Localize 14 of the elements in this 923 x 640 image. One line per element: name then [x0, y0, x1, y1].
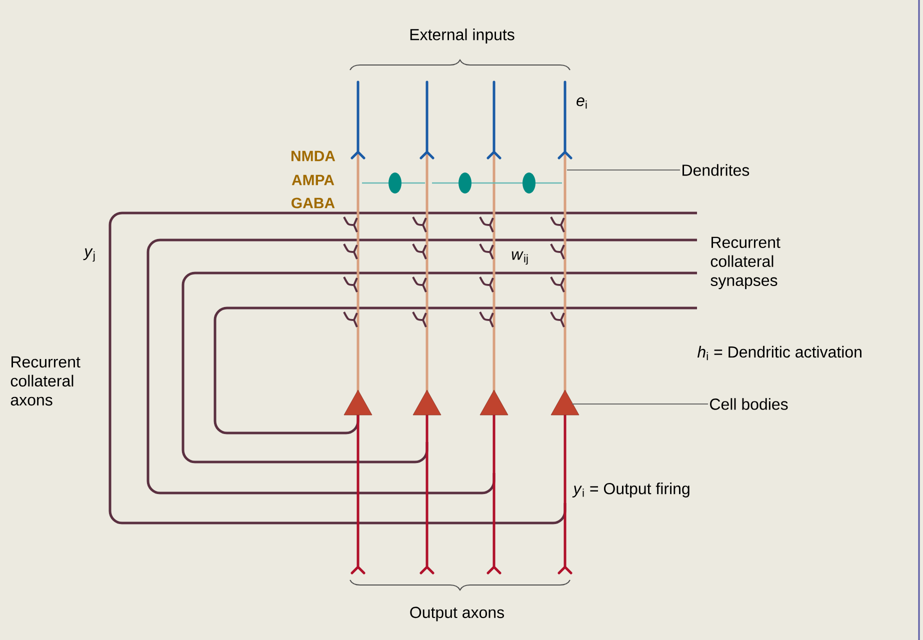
receptor-label: AMPA	[292, 174, 334, 186]
annotation: Dendrites	[682, 164, 750, 176]
annotation: h$_{i}$ = Dendritic activation	[697, 346, 862, 360]
variable-label: w$_{ij}$	[512, 251, 528, 265]
variable-label: y$_{j}$	[83, 248, 95, 262]
annotation: Recurrent collateral synapses	[710, 236, 780, 290]
receptor-label: GABA	[292, 198, 335, 208]
annotation: Cell bodies	[710, 398, 788, 410]
brace-label: External inputs	[410, 28, 514, 44]
annotation: Recurrent collateral axons	[10, 356, 80, 406]
annotation: y$_{i}$ = Output firing	[572, 482, 690, 498]
brace-label: Output axons	[410, 606, 504, 622]
variable-label: e$_{i}$	[576, 97, 587, 109]
receptor-label: NMDA	[292, 150, 336, 162]
